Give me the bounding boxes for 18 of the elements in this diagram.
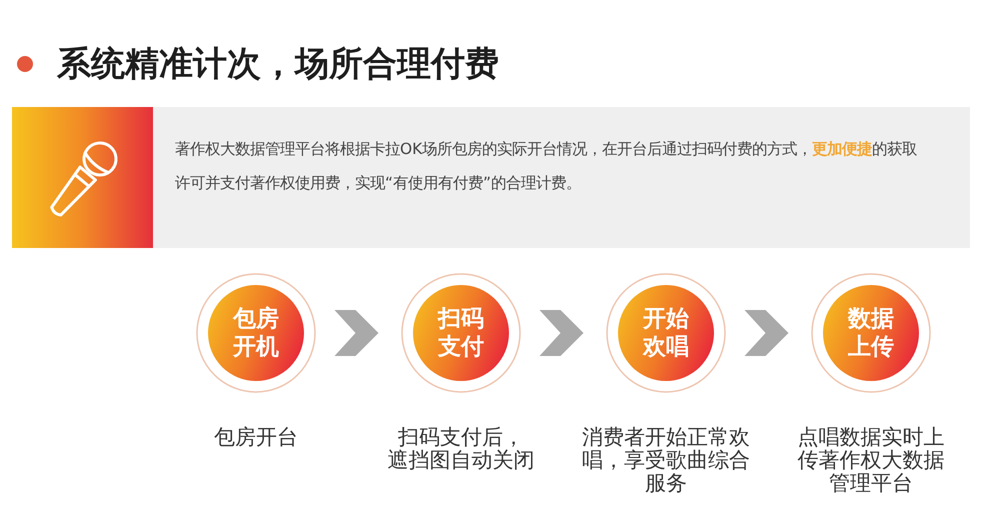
step-circle	[811, 273, 931, 393]
step-caption: 消费者开始正常欢唱，享受歌曲综合服务	[581, 426, 751, 495]
description-text: 著作权大数据管理平台将根据卡拉OK场所包房的实际开台情况，在开台后通过扫码付费的方式，更加便捷的获取许可并支付著作权使用费，实现“有使用有付费”的合理计费。	[175, 139, 918, 194]
step-label: 扫码支付	[437, 305, 485, 361]
chevron-arrow	[334, 310, 378, 356]
step-circle	[606, 273, 726, 393]
step-caption: 包房开台	[213, 426, 299, 449]
title: 系统精准计次，场所合理付费	[57, 44, 499, 84]
chevron-arrow	[744, 310, 788, 356]
step-label: 包房开机	[232, 305, 280, 361]
step-label: 数据上传	[847, 305, 895, 361]
chevron-arrow	[540, 310, 584, 356]
step-caption: 扫码支付后，遮挡图自动关闭	[386, 426, 536, 472]
info-panel	[12, 107, 970, 248]
step-caption: 点唱数据实时上传著作权大数据管理平台	[796, 426, 946, 495]
step-label: 开始欢唱	[642, 305, 690, 361]
step-circle	[401, 273, 521, 393]
step-circle	[196, 273, 316, 393]
